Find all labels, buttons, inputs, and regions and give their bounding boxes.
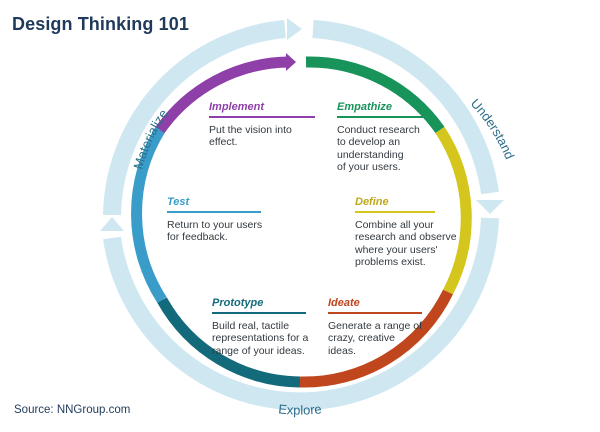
stage-title-define: Define <box>355 196 389 208</box>
stage-title-empathize: Empathize <box>337 101 393 113</box>
stage-title-ideate: Ideate <box>328 297 360 309</box>
stage-arc-prototype <box>157 297 301 388</box>
outer-ring <box>100 18 504 411</box>
outer-ring-segment-explore <box>103 217 499 411</box>
stage-desc-empathize: Conduct research to develop an understan… <box>337 123 420 174</box>
stage-empathize: Empathize Conduct research to develop an… <box>337 101 437 174</box>
stage-desc-define: Combine all your research and observe wh… <box>355 218 457 269</box>
stage-title-test: Test <box>167 196 190 208</box>
stage-rule-ideate <box>328 312 422 314</box>
outer-ring-segment-understand <box>312 20 499 195</box>
stage-rule-empathize <box>337 116 423 118</box>
stage-ring <box>131 53 472 388</box>
stage-rule-prototype <box>212 312 306 314</box>
stage-ideate: Ideate Generate a range of crazy, creati… <box>328 297 440 357</box>
stage-prototype: Prototype Build real, tactile representa… <box>212 297 324 357</box>
page-title: Design Thinking 101 <box>12 14 189 34</box>
stage-desc-ideate: Generate a range of crazy, creative idea… <box>328 319 422 357</box>
outer-ring-segment-materialize <box>103 20 286 216</box>
stage-desc-test: Return to your users for feedback. <box>167 218 263 244</box>
outer-ring-arrowhead-explore <box>100 217 124 231</box>
stage-test: Test Return to your users for feedback. <box>167 196 267 244</box>
source-credit: Source: NNGroup.com <box>14 404 131 416</box>
stage-define: Define Combine all your research and obs… <box>355 196 465 269</box>
stage-implement: Implement Put the vision into effect. <box>209 101 315 149</box>
stage-arc-implement <box>155 56 289 134</box>
stage-desc-prototype: Build real, tactile representations for … <box>212 319 309 357</box>
stage-arrowhead-implement <box>286 53 296 71</box>
stage-arc-empathize <box>305 56 445 134</box>
stage-rule-implement <box>209 116 315 118</box>
stage-arc-test <box>131 127 167 303</box>
stage-arc-ideate <box>299 289 453 388</box>
outer-ring-arrowhead-understand <box>476 200 504 214</box>
outer-ring-arrowhead-materialize <box>287 18 302 40</box>
stage-rule-test <box>167 211 261 213</box>
stage-desc-implement: Put the vision into effect. <box>209 123 292 149</box>
stage-rule-define <box>355 211 435 213</box>
stage-title-prototype: Prototype <box>212 297 264 309</box>
outer-label-explore: Explore <box>278 401 323 417</box>
stage-arc-define <box>435 126 472 295</box>
stage-title-implement: Implement <box>209 101 265 113</box>
